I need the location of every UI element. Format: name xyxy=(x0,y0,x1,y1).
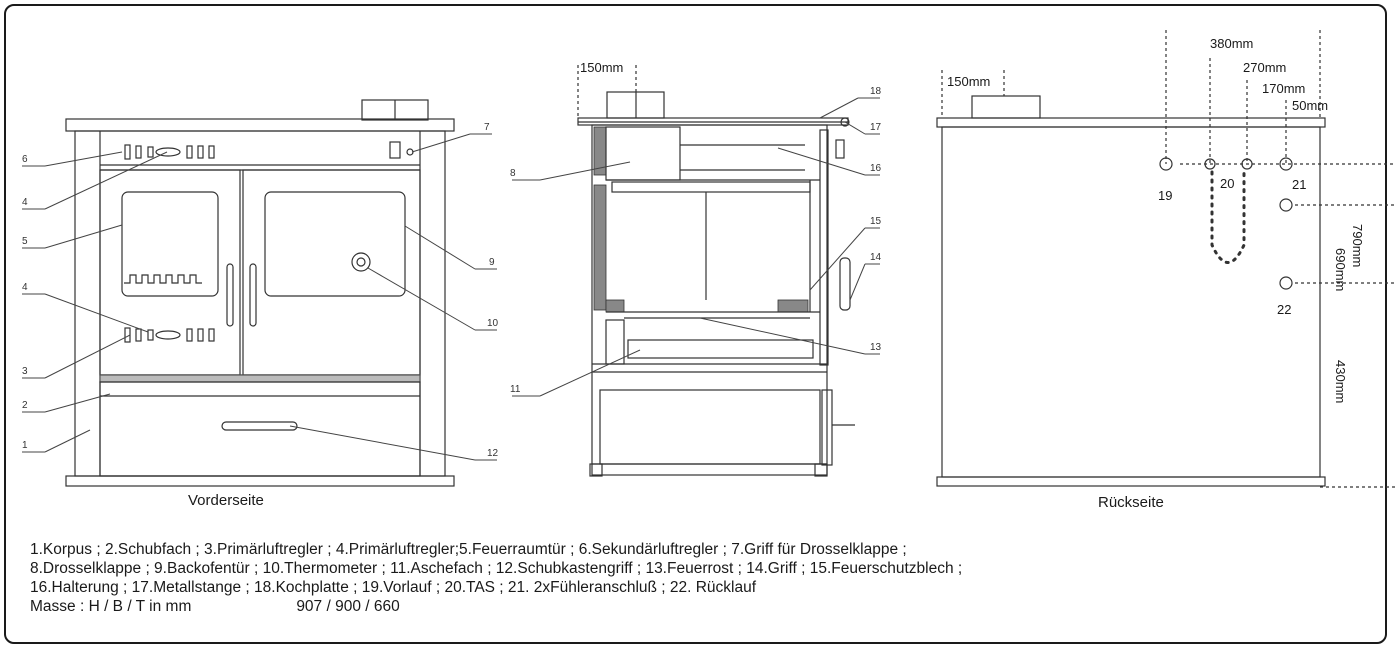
connector-22-icon xyxy=(1279,276,1293,290)
mass-label: Masse : H / B / T in mm xyxy=(30,598,192,615)
tas-loop xyxy=(1210,170,1246,264)
legend-line-1: 1.Korpus ; 2.Schubfach ; 3.Primärluftreg… xyxy=(30,541,907,558)
back-dim-270: 270mm xyxy=(1243,60,1286,75)
callout-12: 12 xyxy=(487,448,499,459)
connector-20a-icon xyxy=(1204,158,1216,170)
connector-21-icon xyxy=(1279,157,1293,171)
callout-3: 3 xyxy=(22,366,28,377)
front-view xyxy=(65,99,455,487)
legend-line-3: 16.Halterung ; 17.Metallstange ; 18.Koch… xyxy=(30,579,757,596)
callout-11: 11 xyxy=(510,384,521,395)
callout-1: 1 xyxy=(22,440,28,451)
callout-6: 6 xyxy=(22,154,28,165)
callout-4-bottom: 4 xyxy=(22,282,28,293)
parts-legend: 1.Korpus ; 2.Schubfach ; 3.Primärluftreg… xyxy=(30,540,1370,616)
front-fire-door xyxy=(99,169,241,376)
front-body xyxy=(74,130,446,477)
callout-17: 17 xyxy=(870,122,882,133)
legend-mass-row: Masse : H / B / T in mm 907 / 900 / 660 xyxy=(30,597,1370,616)
side-view xyxy=(577,65,855,477)
back-cooktop xyxy=(936,117,1326,128)
back-dim-150: 150mm xyxy=(947,74,990,89)
back-dim-690: 690mm xyxy=(1333,248,1348,291)
connector-19-label: 19 xyxy=(1158,188,1172,203)
back-view xyxy=(936,30,1395,488)
back-dim-50: 50mm xyxy=(1292,98,1328,113)
connector-19-icon xyxy=(1159,157,1173,171)
callout-14: 14 xyxy=(870,252,882,263)
connector-21-label: 21 xyxy=(1292,177,1306,192)
callout-9: 9 xyxy=(489,257,495,268)
callout-10: 10 xyxy=(487,318,499,329)
front-cooktop xyxy=(65,118,455,132)
callout-4-top: 4 xyxy=(22,197,28,208)
back-dim-170: 170mm xyxy=(1262,81,1305,96)
legend-line-2: 8.Drosselklappe ; 9.Backofentür ; 10.The… xyxy=(30,560,963,577)
front-caption: Vorderseite xyxy=(188,492,264,509)
connector-22-label: 22 xyxy=(1277,302,1291,317)
front-oven-door xyxy=(242,169,421,376)
callout-18: 18 xyxy=(870,86,882,97)
back-body xyxy=(941,126,1321,478)
callout-7: 7 xyxy=(484,122,490,133)
connector-20b-icon xyxy=(1241,158,1253,170)
side-body xyxy=(591,124,828,476)
callout-13: 13 xyxy=(870,342,882,353)
back-dim-380: 380mm xyxy=(1210,36,1253,51)
callout-8: 8 xyxy=(510,168,516,179)
connector-20-label: 20 xyxy=(1220,176,1234,191)
back-dim-430: 430mm xyxy=(1333,360,1348,403)
connector-21b-icon xyxy=(1279,198,1293,212)
back-dim-790: 790mm xyxy=(1350,224,1365,267)
back-chimney xyxy=(971,95,1041,119)
drawer-handle xyxy=(221,421,298,431)
outer-frame xyxy=(4,4,1387,644)
callout-15: 15 xyxy=(870,216,882,227)
callout-2: 2 xyxy=(22,400,28,411)
thermometer-icon xyxy=(351,252,371,272)
back-caption: Rückseite xyxy=(1098,494,1164,511)
callout-16: 16 xyxy=(870,163,882,174)
mass-value: 907 / 900 / 660 xyxy=(296,598,400,615)
callout-5: 5 xyxy=(22,236,28,247)
side-dim-150: 150mm xyxy=(580,60,623,75)
